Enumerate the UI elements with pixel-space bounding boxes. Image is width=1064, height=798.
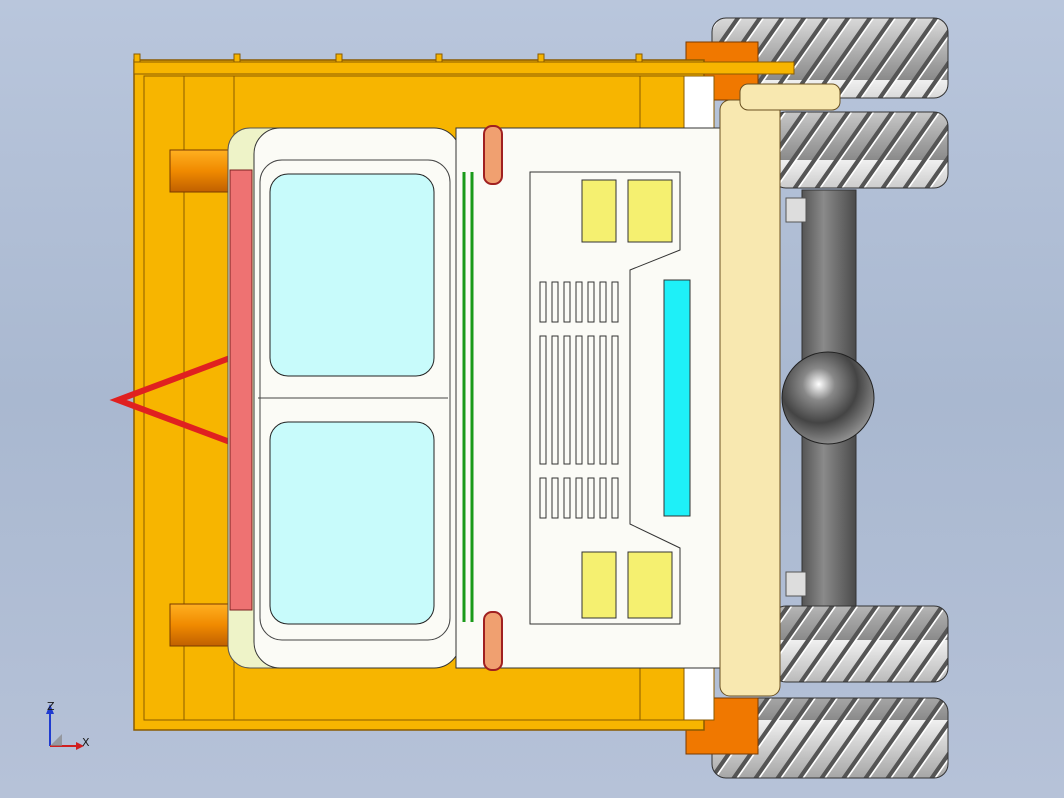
grille-vents xyxy=(539,281,619,519)
front-bumper xyxy=(719,99,781,697)
exhaust-bottom xyxy=(169,603,233,647)
window-front xyxy=(269,421,435,625)
headlamp-1 xyxy=(581,179,617,243)
headlamp-2 xyxy=(627,179,673,243)
axle-spring-top xyxy=(785,197,807,223)
exhaust-top xyxy=(169,149,233,193)
axis-label-x: X xyxy=(82,736,90,749)
cab xyxy=(227,125,723,671)
marker-lamp-top xyxy=(483,125,503,185)
coordinate-triad-icon xyxy=(46,704,84,750)
cyan-panel xyxy=(663,279,691,517)
bumper-step-top xyxy=(739,83,841,111)
wheel-bottom-inner xyxy=(771,605,949,683)
headlamp-3 xyxy=(581,551,617,619)
headlamp-4 xyxy=(627,551,673,619)
axis-label-z: Z xyxy=(47,700,55,713)
differential-ball xyxy=(781,351,875,445)
window-rear xyxy=(269,173,435,377)
tow-hitch xyxy=(109,355,232,445)
axle-spring-bottom xyxy=(785,571,807,597)
cab-rear-stripe xyxy=(229,169,253,611)
marker-lamp-bottom xyxy=(483,611,503,671)
wheel-top-inner xyxy=(771,111,949,189)
